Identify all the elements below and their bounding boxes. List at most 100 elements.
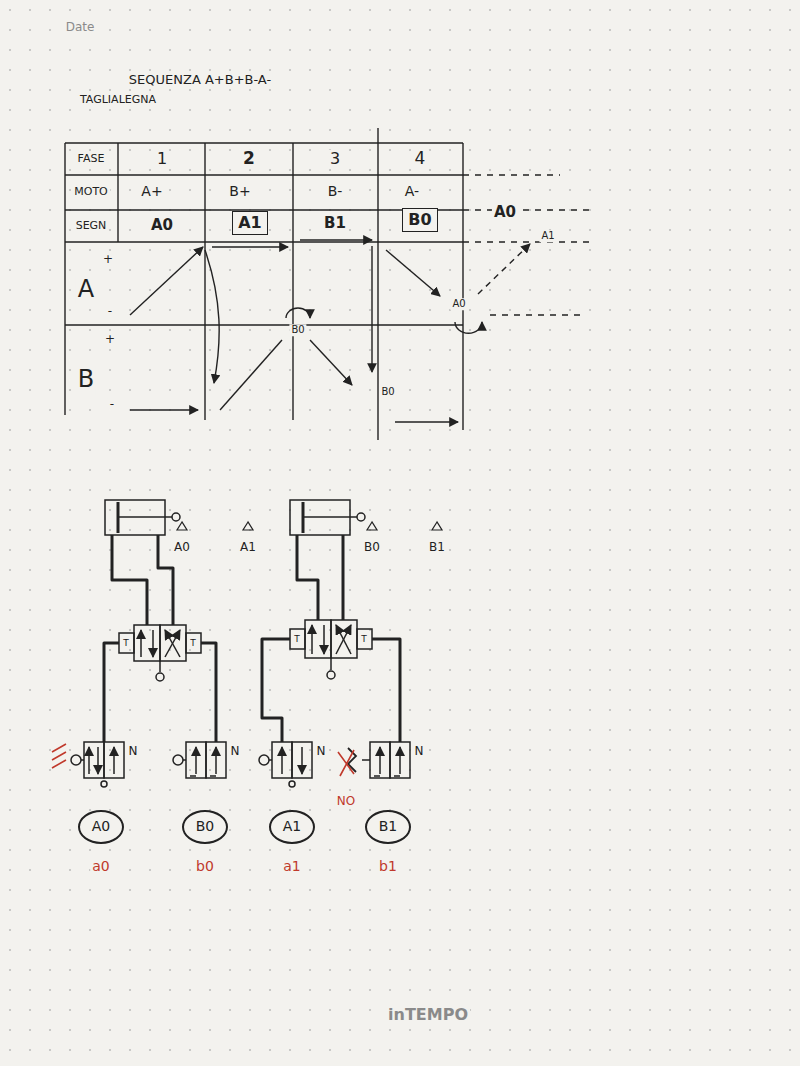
limit-valves: [71, 755, 81, 765]
subtitle: TAGLIALEGNA: [78, 94, 158, 107]
phase-diagram: [130, 247, 203, 315]
phase-table: [463, 209, 590, 210]
limit-valves: [186, 742, 206, 778]
motion-cell: B+: [227, 183, 252, 199]
phase-diagram: [300, 239, 372, 240]
position-sign: +: [101, 253, 115, 267]
phase-table: [65, 241, 463, 242]
phase-table: [117, 143, 118, 242]
signal-cell: B1: [322, 215, 348, 232]
phase-table: [65, 324, 463, 325]
limit-valves: [399, 747, 401, 774]
red-marks: [338, 750, 354, 776]
main-valves: [119, 620, 372, 681]
phase-number: 4: [413, 149, 428, 169]
signal-name: B0: [289, 324, 306, 336]
pneumatic-tubes: [342, 535, 345, 620]
port-letter: N: [413, 745, 426, 759]
limit-valves: [370, 742, 390, 778]
motion-cell: A-: [403, 183, 421, 199]
main-valves: [357, 629, 372, 649]
main-valves: [159, 661, 161, 672]
signal-cell: A0: [492, 204, 518, 221]
limit-valves: [259, 755, 269, 765]
phase-table: [462, 143, 463, 430]
limit-valves: [281, 747, 283, 774]
pneumatic-tubes: [112, 535, 147, 625]
limit-valves: [104, 742, 124, 778]
position-sign: +: [103, 333, 117, 347]
phase-diagram: [455, 322, 482, 333]
sensor-triangles: [177, 522, 187, 530]
phase-table: [65, 174, 463, 175]
phase-table: [65, 142, 463, 143]
pilot-letter: T: [121, 638, 131, 648]
signal-box: A1: [232, 211, 268, 235]
signal-name: B0: [379, 386, 396, 398]
main-valves: [134, 625, 160, 661]
valve-tag-circle: A1: [269, 810, 315, 844]
red-note: NO: [335, 795, 357, 809]
table-header: MOTO: [72, 186, 110, 199]
valve-tag-circle: A0: [78, 810, 124, 844]
limit-valves: [390, 742, 410, 778]
pilot-letter: T: [359, 634, 369, 644]
cylinders: [118, 516, 172, 518]
phase-diagram: [386, 250, 440, 296]
node-text: B0: [196, 819, 215, 834]
brand-watermark: inTEMPO: [386, 1006, 470, 1024]
limit-valves: [113, 747, 115, 774]
limit-valves: [71, 742, 410, 787]
cylinders: [172, 513, 180, 521]
limit-valves: [101, 781, 107, 787]
phase-diagram: [371, 246, 372, 372]
limit-valves: [183, 759, 186, 761]
limit-valves: [190, 775, 216, 777]
limit-valves: [88, 747, 90, 774]
node-text: A1: [283, 819, 301, 834]
sensor-triangles: [367, 522, 377, 530]
phase-diagram: [130, 240, 530, 422]
table-header: SEGN: [74, 220, 109, 233]
pneumatic-tubes: [104, 535, 400, 742]
port-letter: N: [315, 745, 328, 759]
pneumatic-tubes: [104, 643, 119, 742]
main-valves: [311, 625, 313, 654]
position-sign: -: [108, 398, 116, 412]
valve-tag-circle: B1: [365, 810, 411, 844]
limit-valves: [81, 759, 84, 761]
phase-table: [292, 143, 293, 420]
phase-table: [463, 241, 590, 242]
table-header: FASE: [76, 153, 107, 166]
phase-diagram: [286, 308, 310, 318]
main-valves: [160, 625, 186, 661]
title: SEQUENZA A+B+B-A-: [127, 73, 273, 88]
sensor-triangles: [177, 522, 442, 530]
main-valves: [119, 633, 134, 653]
main-valves: [336, 625, 351, 654]
phase-diagram: [310, 340, 352, 385]
node-text: B1: [379, 819, 398, 834]
sensor-triangles: [432, 522, 442, 530]
main-valves: [331, 620, 357, 658]
page-header: Date: [64, 21, 97, 35]
red-marks: [52, 744, 354, 776]
pneumatic-tubes: [372, 639, 400, 742]
red-marks: [52, 744, 66, 768]
main-valves: [186, 633, 201, 653]
main-valves: [305, 620, 331, 658]
sensor-triangles: [243, 522, 253, 530]
red-signal: b1: [377, 858, 399, 874]
signal-cell: A0: [149, 217, 175, 234]
limit-valves: [97, 747, 99, 774]
main-valves: [327, 671, 335, 679]
phase-diagram: [395, 421, 458, 422]
position-sign: -: [106, 305, 114, 319]
phase-diagram: [205, 250, 219, 383]
signal-box: B0: [402, 208, 437, 232]
signal-name: A0: [450, 298, 467, 310]
valve-tag-circle: B0: [182, 810, 228, 844]
motion-cell: B-: [326, 183, 345, 199]
limit-valves: [289, 781, 295, 787]
